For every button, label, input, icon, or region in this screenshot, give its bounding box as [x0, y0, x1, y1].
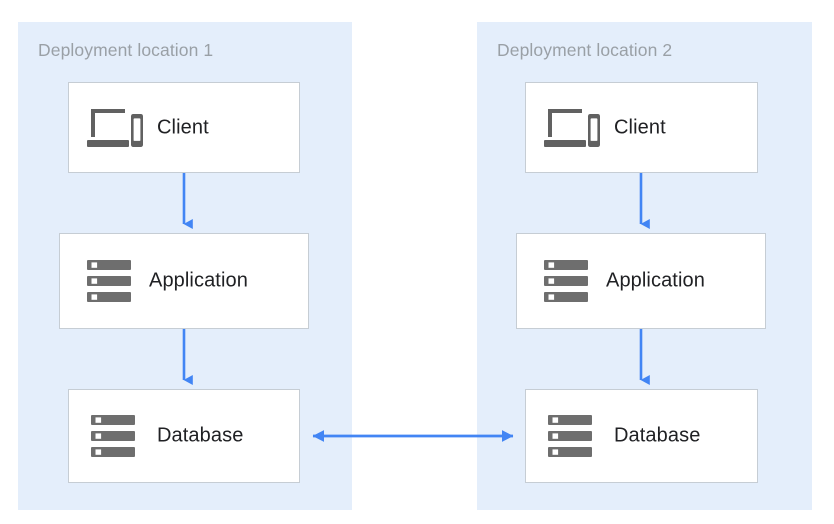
node-client-1-label: Client: [157, 116, 209, 138]
node-database-2[interactable]: Database: [525, 389, 758, 483]
node-client-2-label: Client: [614, 116, 666, 138]
server-icon: [548, 415, 592, 457]
node-client-2[interactable]: Client: [525, 82, 758, 173]
node-application-2-label: Application: [606, 269, 705, 292]
node-client-1[interactable]: Client: [68, 82, 300, 173]
server-icon: [544, 260, 588, 302]
node-database-2-label: Database: [614, 424, 701, 447]
devices-icon: [544, 108, 600, 147]
node-application-2[interactable]: Application: [516, 233, 766, 329]
node-application-1[interactable]: Application: [59, 233, 309, 329]
devices-icon: [87, 108, 143, 147]
node-database-1-label: Database: [157, 424, 244, 447]
zone-1-label: Deployment location 1: [38, 40, 214, 60]
node-application-1-label: Application: [149, 269, 248, 292]
node-database-1[interactable]: Database: [68, 389, 300, 483]
zone-2-label: Deployment location 2: [497, 40, 673, 60]
server-icon: [91, 415, 135, 457]
server-icon: [87, 260, 131, 302]
